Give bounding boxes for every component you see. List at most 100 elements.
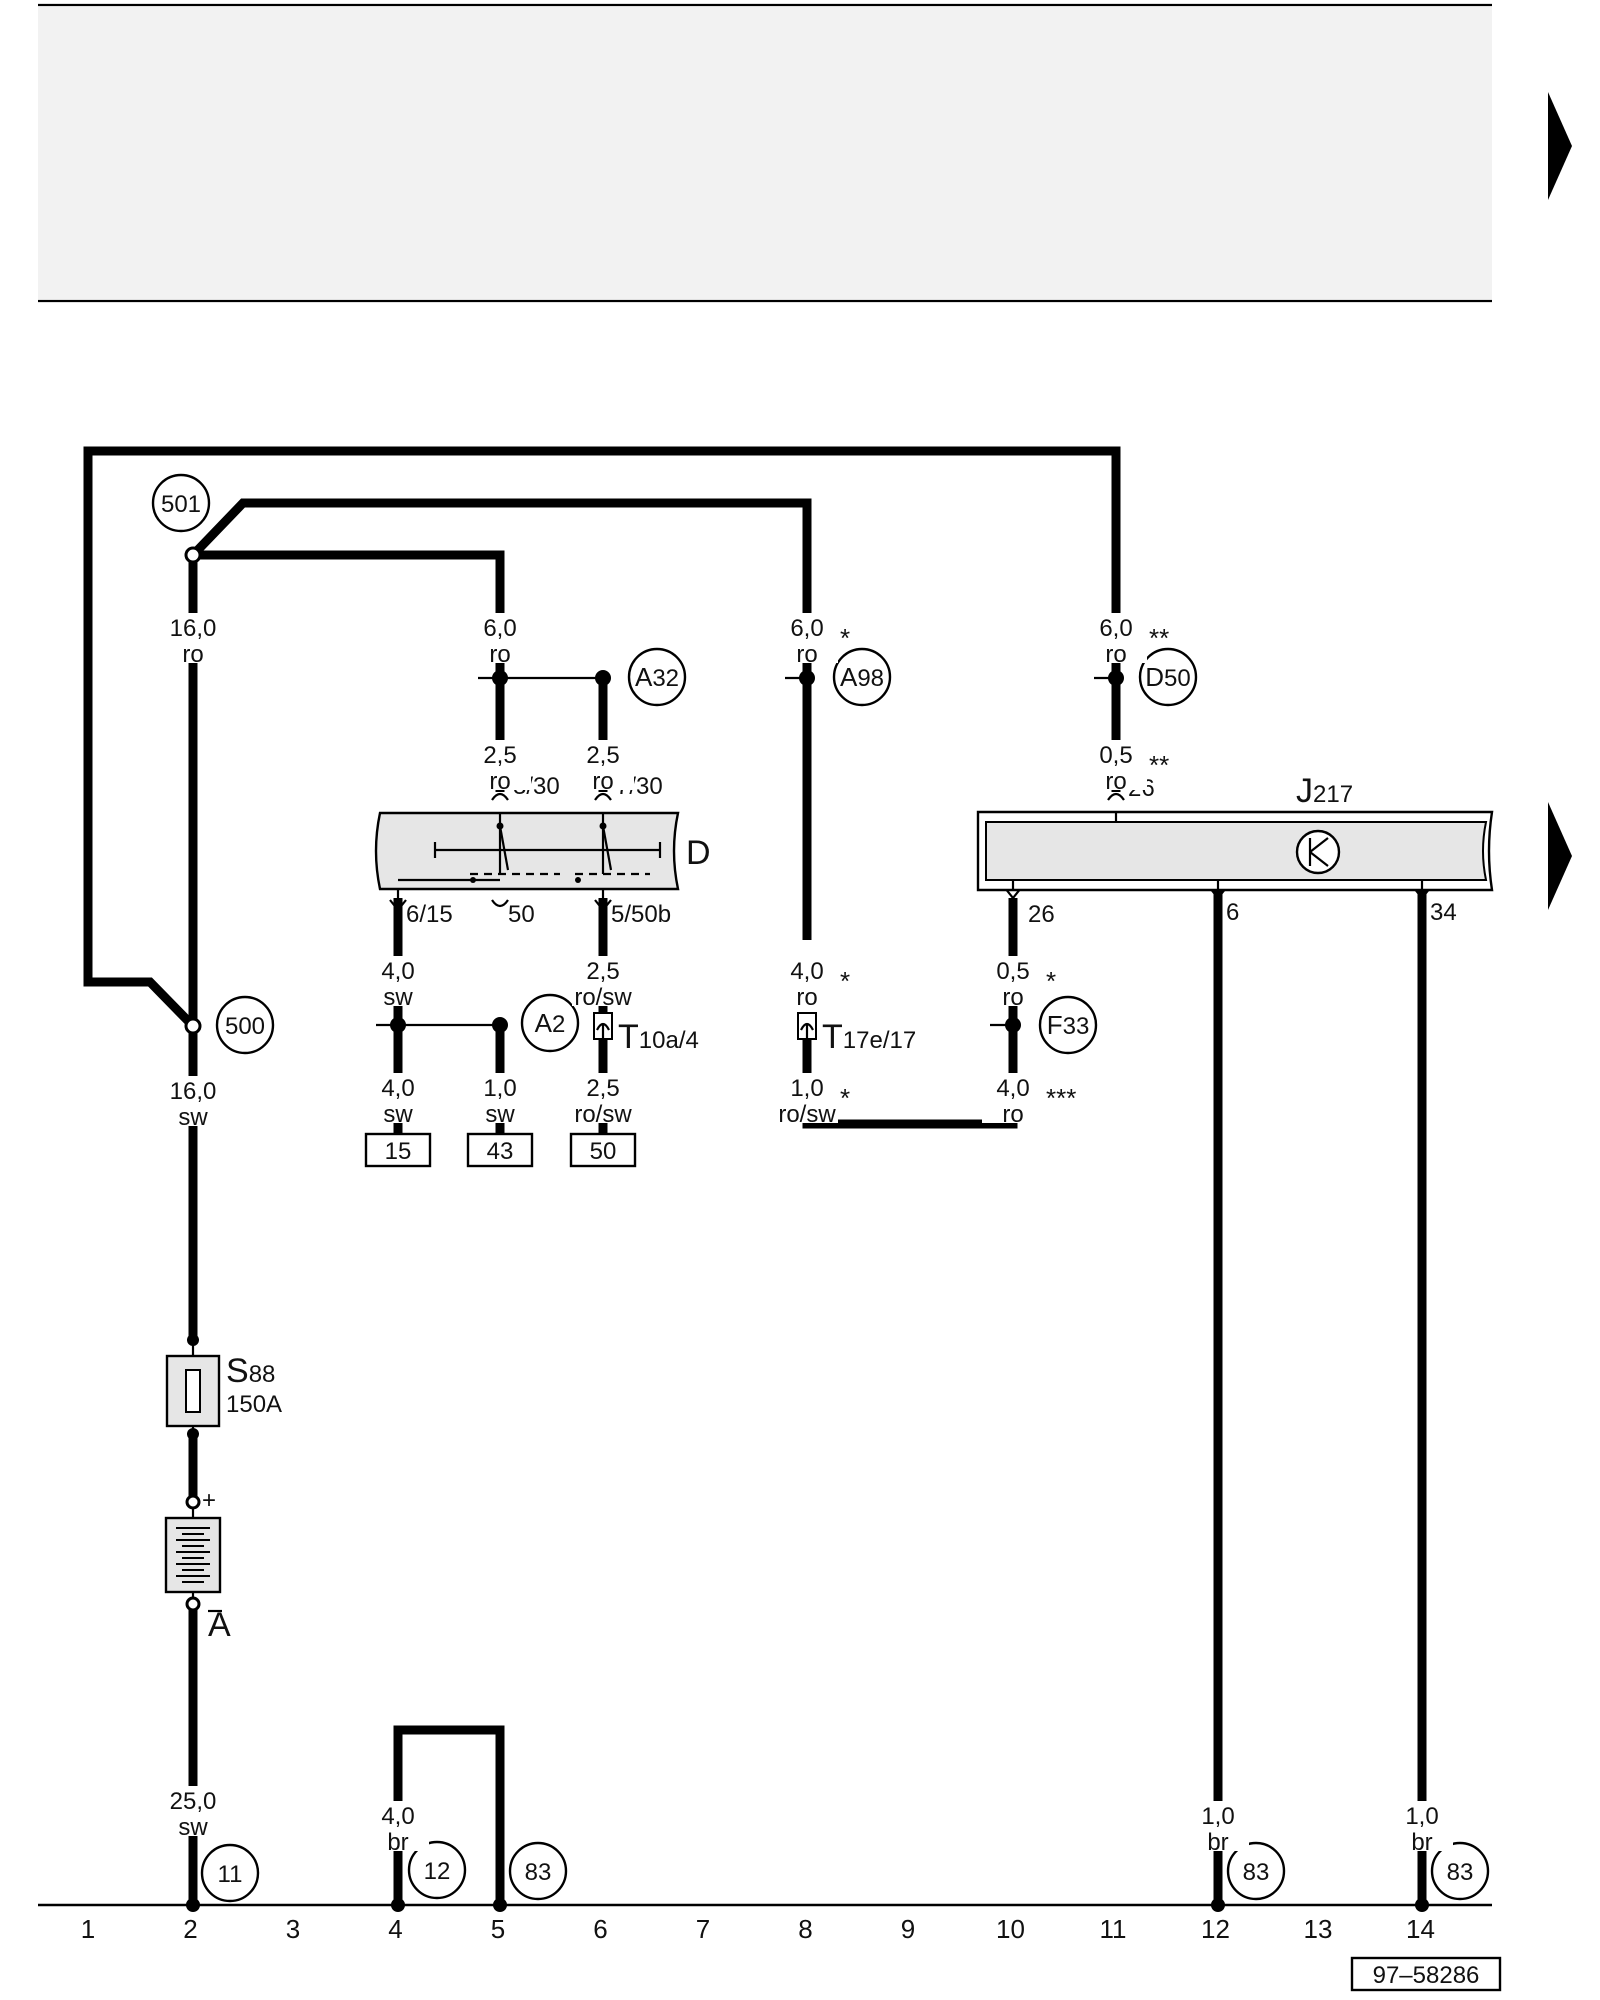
wire-label-text: br: [387, 1829, 408, 1856]
wire-label-text: sw: [383, 984, 413, 1011]
ignition-switch-D: [374, 811, 680, 898]
badge-b12: 12: [407, 1840, 467, 1900]
wire-label-text: 2,5: [483, 742, 516, 769]
track-number: 7: [696, 1914, 710, 1944]
wire-label-w9: 2,5ro/sw: [572, 956, 634, 1011]
wire-label-w2: 6,0ro: [469, 613, 531, 668]
switch-label-D: D: [686, 834, 711, 872]
module-label-J217: J217: [1296, 772, 1353, 810]
wire-label-text: ro: [796, 984, 817, 1011]
control-module-J217: [976, 810, 1494, 892]
track-number: 12: [1201, 1914, 1230, 1944]
wire-label-text: ro: [592, 768, 613, 795]
wire-label-w15: 2,5ro/sw: [572, 1073, 634, 1128]
wire-label-marker: *: [1046, 966, 1056, 996]
badge-text: 501: [161, 491, 201, 518]
wire-label-text: 2,5: [586, 742, 619, 769]
wire-label-text: ro: [796, 641, 817, 668]
wire-label-marker: *: [840, 966, 850, 996]
badge-bD50: D50: [1138, 647, 1198, 707]
wire-label-text: sw: [178, 1104, 208, 1131]
wire-label-text: 1,0: [790, 1075, 823, 1102]
terminal-50: 50: [569, 1132, 637, 1168]
badge-b83c: 83: [1430, 1841, 1490, 1901]
wire-label-w20: 1,0br: [1187, 1801, 1249, 1856]
wire-label-marker: **: [1149, 750, 1169, 780]
track-number: 3: [286, 1914, 300, 1944]
svg-text:97–58286: 97–58286: [1373, 1962, 1480, 1989]
battery-A: [164, 1494, 222, 1612]
wire-label-w4: 6,0ro**: [1085, 613, 1169, 668]
track-number: 9: [901, 1914, 915, 1944]
header-panel: [38, 3, 1492, 303]
wires: [83, 446, 1427, 1905]
wire-label-w21: 1,0br: [1391, 1801, 1453, 1856]
wire-label-text: 1,0: [1405, 1803, 1438, 1830]
wire-label-w11: 0,5ro*: [982, 956, 1056, 1011]
wire-label-text: sw: [383, 1101, 413, 1128]
wire-label-w1: 16,0ro: [162, 613, 224, 668]
wire-label-text: ro: [489, 768, 510, 795]
wire-label-w5: 2,5ro: [469, 740, 531, 795]
figure-id-box: 97–58286: [1350, 1956, 1502, 1992]
badge-bA2: A2: [520, 993, 580, 1053]
badge-text: 12: [424, 1858, 451, 1885]
wire-label-w12: 16,0sw: [162, 1076, 224, 1131]
badge-b83a: 83: [508, 1841, 568, 1901]
track-number: 1: [81, 1914, 95, 1944]
wire-label-w6: 2,5ro: [572, 740, 634, 795]
terminal-43: 43: [466, 1132, 534, 1168]
track-number: 13: [1304, 1914, 1333, 1944]
badge-text: F33: [1047, 1010, 1090, 1040]
fuse-label: S88: [226, 1352, 275, 1390]
track-number: 11: [1100, 1914, 1127, 1944]
wire-label-text: 4,0: [381, 958, 414, 985]
badge-bA32: A32: [627, 647, 687, 707]
wire-label-text: ro: [1002, 984, 1023, 1011]
pin-labels: 3/30 7/30 6/15 50 5/50b 26 26 6 34: [406, 773, 1457, 928]
badge-text: A2: [535, 1008, 566, 1038]
connector-T17e17-icon: [797, 1012, 817, 1040]
badge-text: D50: [1145, 662, 1190, 692]
wire-labels: 16,0ro6,0ro6,0ro*6,0ro**2,5ro2,5ro0,5ro*…: [162, 613, 1453, 1856]
wire-label-w14: 1,0sw: [469, 1073, 531, 1128]
wire-label-text: 4,0: [790, 958, 823, 985]
wire-label-text: 6,0: [1099, 615, 1132, 642]
track-number: 14: [1406, 1914, 1435, 1944]
wire-label-text: 2,5: [586, 1075, 619, 1102]
badge-text: 83: [1447, 1859, 1474, 1886]
wire-label-text: 16,0: [170, 1078, 217, 1105]
transistor-symbol-icon: [1295, 829, 1341, 875]
node-501-dot: [184, 546, 202, 564]
track-number: 10: [996, 1914, 1025, 1944]
wire-label-marker: *: [840, 1083, 850, 1113]
track-number: 8: [798, 1914, 812, 1944]
badge-text: A32: [635, 662, 679, 692]
wire-label-text: ro/sw: [574, 1101, 632, 1128]
badge-text: 83: [1243, 1859, 1270, 1886]
wire-label-w16: 1,0ro/sw*: [776, 1073, 850, 1128]
wire-label-marker: **: [1149, 623, 1169, 653]
svg-text:50: 50: [590, 1138, 617, 1165]
wire-label-text: sw: [485, 1101, 515, 1128]
svg-text:5/50b: 5/50b: [611, 901, 671, 928]
wire-label-text: ro: [489, 641, 510, 668]
wire-label-text: 4,0: [996, 1075, 1029, 1102]
badge-bA98: A98: [832, 647, 892, 707]
page-nav-arrow-mid[interactable]: [1548, 802, 1572, 910]
wire-label-text: 6,0: [790, 615, 823, 642]
badge-text: A98: [840, 662, 884, 692]
connector-T10a4-icon: [593, 1012, 613, 1040]
page-nav-arrow-top[interactable]: [1548, 92, 1572, 200]
badge-b500: 500: [215, 995, 275, 1055]
fuse-rating: 150A: [226, 1391, 282, 1418]
wire-label-text: 0,5: [1099, 742, 1132, 769]
battery-plus: +: [202, 1487, 216, 1514]
badge-b11: 11: [200, 1843, 260, 1903]
terminal-15: 15: [364, 1132, 432, 1168]
track-number: 2: [183, 1914, 197, 1944]
svg-text:26: 26: [1028, 901, 1055, 928]
connector-label-T17e17: T17e/17: [822, 1018, 916, 1056]
